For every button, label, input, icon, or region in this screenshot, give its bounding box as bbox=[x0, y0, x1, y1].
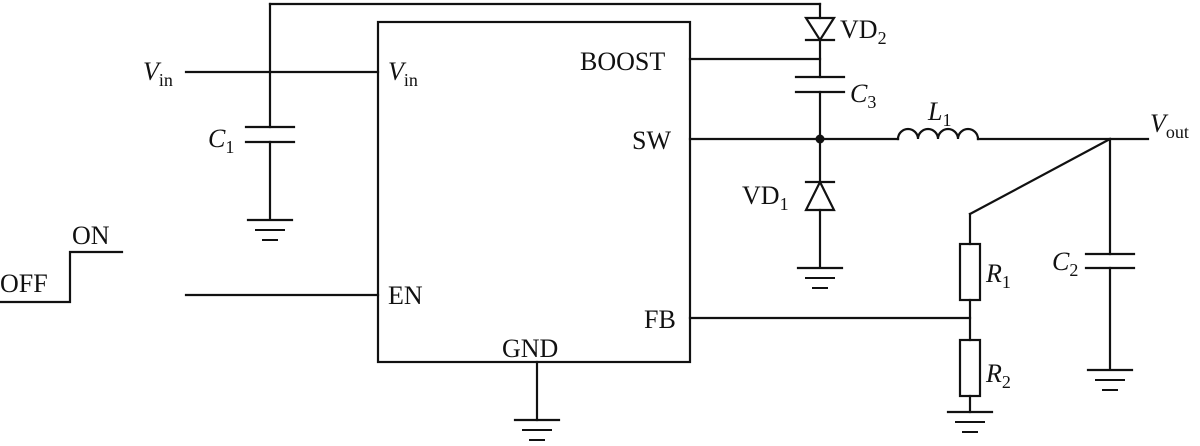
enable-step-waveform bbox=[0, 250, 124, 304]
label-vd1: VD1 bbox=[742, 181, 789, 214]
label-r2: R2 bbox=[985, 359, 1011, 392]
diode-vd2 bbox=[803, 2, 837, 79]
ground-symbol-r2 bbox=[946, 410, 994, 433]
label-l1: L1 bbox=[927, 97, 951, 130]
resistor-r2 bbox=[958, 338, 982, 398]
ic-body bbox=[376, 20, 692, 364]
label-r1: R1 bbox=[985, 259, 1011, 292]
pin-label-vin: Vin bbox=[388, 57, 418, 90]
pin-label-gnd: GND bbox=[502, 334, 558, 363]
pin-label-en: EN bbox=[388, 281, 423, 310]
capacitor-c2 bbox=[1084, 252, 1136, 370]
label-c3: C3 bbox=[850, 79, 876, 112]
capacitor-c1 bbox=[244, 125, 296, 220]
label-vd2: VD2 bbox=[840, 15, 887, 48]
pin-label-boost: BOOST bbox=[580, 47, 665, 76]
label-c2: C2 bbox=[1052, 247, 1078, 280]
diode-vd1 bbox=[804, 137, 836, 268]
resistor-r1 bbox=[958, 242, 982, 302]
label-c1: C1 bbox=[208, 124, 234, 157]
enable-label-off: OFF bbox=[0, 269, 48, 298]
ground-symbol-ic bbox=[513, 418, 561, 441]
capacitor-c3 bbox=[794, 75, 846, 141]
net-label-vin: Vin bbox=[143, 57, 173, 90]
vin-net bbox=[184, 2, 822, 129]
ground-symbol-c2 bbox=[1086, 368, 1134, 391]
inductor-l1 bbox=[896, 127, 1150, 141]
ground-symbol-vd1 bbox=[796, 266, 844, 289]
pin-label-fb: FB bbox=[644, 305, 676, 334]
net-label-vout: Vout bbox=[1150, 109, 1189, 142]
ground-symbol-c1 bbox=[246, 218, 294, 241]
enable-label-on: ON bbox=[72, 221, 110, 250]
vout-net bbox=[968, 137, 1112, 256]
pin-label-sw: SW bbox=[632, 126, 671, 155]
